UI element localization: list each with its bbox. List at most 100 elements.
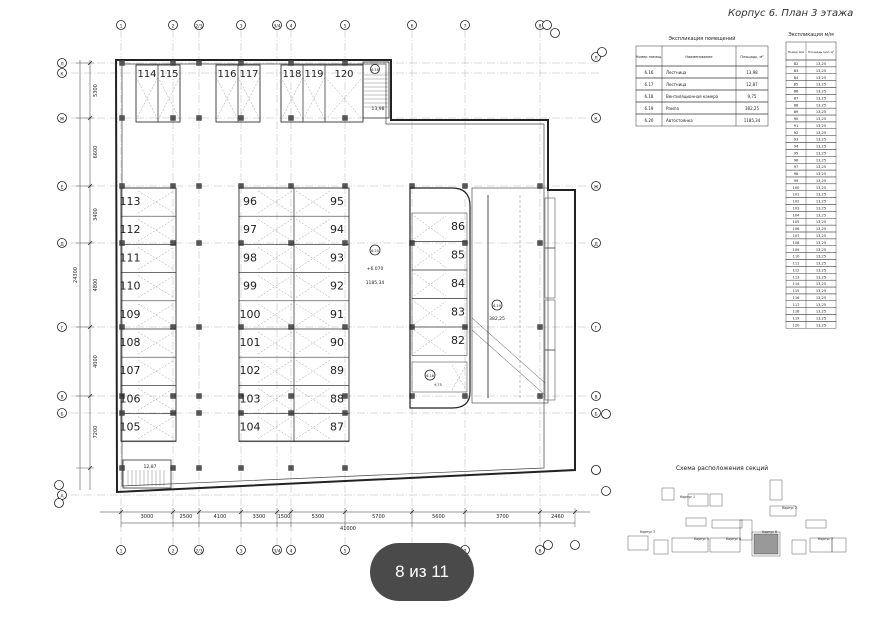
mm-cell: 119 [793, 317, 801, 321]
axis-label-left: А [60, 494, 64, 500]
keyplan-building [711, 519, 743, 529]
mm-cell: 13,25 [816, 268, 826, 272]
axis-label-top: 7 [464, 24, 467, 30]
building-outline [114, 59, 576, 494]
parking-space [237, 64, 261, 123]
mm-cell: 13,25 [816, 76, 826, 80]
mm-cell: 13,25 [816, 165, 826, 169]
room-marker [424, 369, 436, 381]
axis-label-bottom: 2 [172, 549, 175, 555]
dimension-tick [274, 509, 280, 515]
mm-cell: 109 [793, 248, 801, 252]
dimension-tick [118, 509, 124, 515]
room-area: 382,25 [489, 316, 505, 322]
structural-column [196, 465, 202, 471]
structural-column [462, 183, 468, 189]
space-cross [413, 301, 447, 325]
axis-label-bottom: 1 [120, 549, 123, 555]
space-cross [280, 76, 304, 121]
space-cross [295, 303, 331, 326]
dimension-total: 24300 [73, 267, 79, 283]
structural-column [196, 60, 202, 66]
explication-cell: 1185,34 [744, 118, 761, 123]
space-cross [257, 360, 293, 383]
structural-column [342, 60, 348, 66]
mm-cell: 13,25 [816, 117, 826, 121]
explication-header: Экспликация помещений [668, 35, 735, 42]
axis-bubble-right [591, 391, 601, 401]
axis-label-left: Б [60, 412, 63, 418]
axis-bubble [601, 409, 611, 419]
dimension-value: 5300 [312, 514, 325, 520]
axis-bubble-right [591, 322, 601, 332]
space-cross [295, 247, 331, 270]
mm-cell: 111 [793, 262, 800, 266]
axis-label-left: Е [61, 185, 64, 191]
stair-bottom [122, 459, 172, 489]
mm-cell: 13,25 [816, 303, 826, 307]
mm-cell: 98 [794, 172, 799, 176]
structural-column [342, 465, 348, 471]
mm-cell: 113 [793, 275, 800, 279]
room-id: 6.18 [426, 374, 434, 378]
mm-table-header: Экспликация м/м [788, 32, 834, 38]
explication-cell: 382,25 [745, 106, 759, 111]
axis-label-top: 1 [120, 24, 123, 30]
room-id: 6.20 [371, 249, 379, 253]
parking-space-number: 85 [451, 249, 465, 262]
space-cross [413, 215, 447, 240]
space-cross [257, 416, 293, 439]
structural-column [537, 240, 543, 246]
mm-cell: 94 [794, 145, 799, 149]
axis-bubble-left [57, 181, 67, 191]
room-marker [491, 299, 503, 311]
mm-cell: 116 [793, 296, 801, 300]
mm-cell: 13,25 [816, 138, 826, 142]
space-cross [157, 76, 181, 121]
space-cross [137, 416, 175, 439]
inner-wall [121, 63, 545, 487]
structural-column [196, 183, 202, 189]
parking-space-number: 83 [451, 306, 465, 319]
structural-column [238, 240, 244, 246]
axis-bubble-bottom [535, 545, 545, 555]
axis-bubble-left [57, 391, 67, 401]
structural-column [238, 115, 244, 121]
dimension-value: 5700 [372, 514, 385, 520]
parking-space-number: 113 [120, 195, 141, 208]
keyplan-building [751, 531, 781, 557]
axis-label-top: 8 [539, 24, 542, 30]
space-cross [257, 331, 293, 355]
dimension-tick [87, 240, 93, 246]
mm-cell: 107 [793, 234, 800, 238]
dimension-tick [238, 509, 244, 515]
mm-cell: 13,25 [816, 151, 826, 155]
space-cross [413, 272, 447, 297]
axis-bubble-top [194, 20, 204, 30]
space-cross [137, 303, 175, 326]
mm-cell: 13,25 [816, 282, 826, 286]
mm-cell: 85 [794, 83, 799, 87]
explication-column-header: Наименование [685, 55, 712, 59]
axis-label-bottom: 8 [539, 549, 542, 555]
space-cross [257, 219, 293, 242]
parking-space [411, 326, 468, 356]
ramp-area [471, 187, 549, 404]
structural-column [288, 183, 294, 189]
parking-space-number: 108 [120, 336, 141, 349]
mm-cell: 84 [794, 76, 799, 80]
axis-label-bottom: 2/3 [195, 549, 202, 555]
mm-cell: 13,25 [816, 255, 826, 259]
axis-bubble-left [57, 408, 67, 418]
page-indicator[interactable]: 8 из 11 [370, 543, 474, 601]
dimension-value: 5300 [93, 84, 99, 97]
mm-cell: 101 [793, 193, 800, 197]
structural-column [288, 240, 294, 246]
mm-cell: 13,25 [816, 103, 826, 107]
axis-bubble-left [57, 238, 67, 248]
axis-label-top: 2/3 [195, 24, 202, 30]
parking-space-number: 116 [217, 69, 236, 80]
parking-space-number: 90 [330, 336, 344, 349]
mm-cell: 13,25 [816, 62, 826, 66]
explication-cell: Лестница [666, 82, 687, 87]
